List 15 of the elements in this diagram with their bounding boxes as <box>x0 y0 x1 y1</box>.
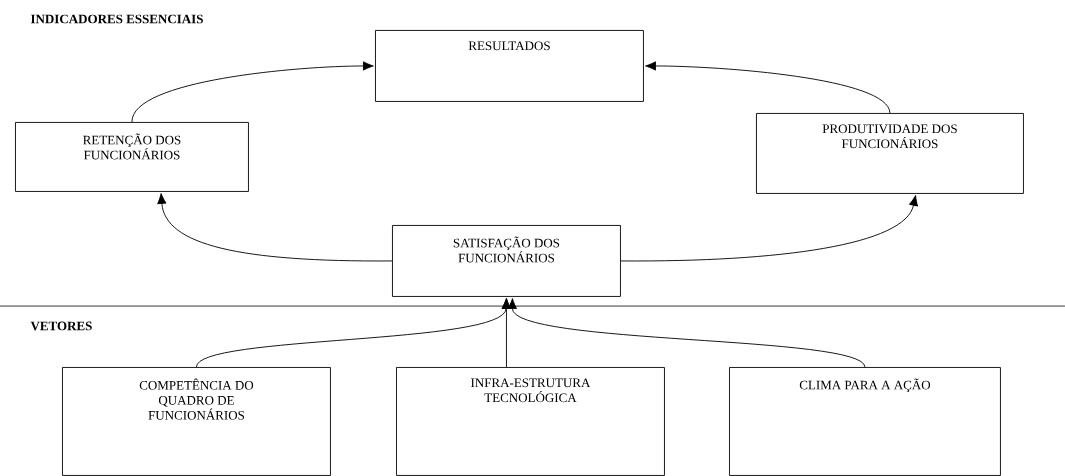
arrow <box>620 195 919 262</box>
heading: INDICADORES ESSENCIAIS <box>30 14 203 24</box>
text-box: CLIMA PARA A AÇÃO <box>729 367 1001 476</box>
text-box: RETENÇÃO DOS FUNCIONÁRIOS <box>15 122 249 192</box>
text-box: SATISFAÇÃO DOS FUNCIONÁRIOS <box>392 225 621 297</box>
arrow <box>645 61 891 114</box>
text-box: COMPETÊNCIA DO QUADRO DE FUNCIONÁRIOS <box>62 367 331 476</box>
arrow <box>157 193 393 262</box>
arrow <box>501 298 512 368</box>
arrow <box>507 298 866 368</box>
section-heading: VETORES <box>30 321 92 331</box>
text-box: INFRA-ESTRUTURA TECNOLÓGICA <box>396 367 665 476</box>
text-box: RESULTADOS <box>375 30 644 102</box>
text-box: PRODUTIVIDADE DOS FUNCIONÁRIOS <box>756 113 1024 194</box>
arrow <box>131 61 374 123</box>
